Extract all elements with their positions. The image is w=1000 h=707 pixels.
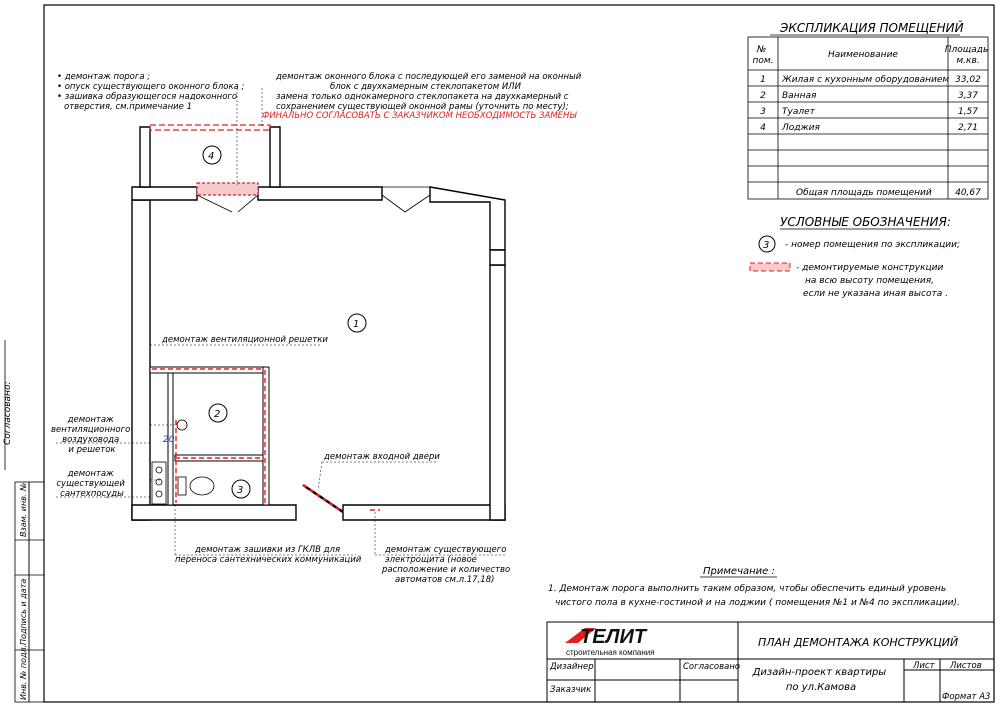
explication-title: ЭКСПЛИКАЦИЯ ПОМЕЩЕНИЙ [779,20,964,35]
sign-date-label: Подпись и дата [19,579,28,645]
sheets-label: Листов [949,661,982,671]
explication-head-area: Площадь м.кв. [945,45,991,66]
legend-title: УСЛОВНЫЕ ОБОЗНАЧЕНИЯ: [780,215,951,229]
row-area: 1,57 [958,107,978,117]
room-4-label: 4 [208,151,214,162]
duct-callout: демонтаж вентиляционного воздуховода и р… [51,415,133,455]
demolish-walls [152,368,380,511]
row-num: 1 [760,75,766,85]
vent-grille-callout: демонтаж вентиляционной решетки [161,335,328,345]
explication-total-label: Общая площадь помещений [796,188,932,198]
walls [131,126,506,521]
entry-door-demolish [302,483,344,514]
window-replace-warning: ФИНАЛЬНО СОГЛАСОВАТЬ С ЗАКАЗЧИКОМ НЕОБХО… [262,111,577,121]
left-margin-stamp [4,340,45,703]
room-markers [202,145,367,499]
company-logo: ТЕЛИТ строительная компания [565,626,655,657]
entry-door-callout: демонтаж входной двери [323,452,440,462]
sheet-label: Лист [912,661,936,671]
explication-table-grid [747,36,989,200]
demolish-loggia-window [149,124,271,196]
project-name: Дизайн-проект квартиры по ул.Камова [752,667,890,693]
legend-demolish-text: - демонтируемые конструкции на всю высот… [796,263,948,299]
customer-label: Заказчик [550,685,592,695]
logo-subtitle: строительная компания [566,648,655,657]
legend-demolish-swatch [749,262,791,272]
row-name: Туалет [782,107,816,117]
agreed-label: Согласовано [683,662,740,672]
explication-total-value: 40,67 [955,188,981,198]
room-2-label: 2 [214,409,220,420]
title-block-grid [546,621,995,703]
leader-lines [56,88,505,556]
explication-head-name: Наименование [828,50,898,60]
row-area: 2,71 [958,123,978,133]
row-num: 3 [760,107,766,117]
plumbing-box-callout: демонтаж существующей сантехпосуды [56,469,127,499]
agreed-vertical-label: Согласовано: [3,382,13,445]
legend-room-symbol-number: 3 [763,240,769,251]
inv-orig-label: Инв. № подл. [19,645,28,700]
room-3-label: 3 [237,485,243,496]
explication-row-4: 4 Лоджия 2,71 [760,123,978,133]
explication-row-2: 2 Ванная 3,37 [760,91,978,101]
designer-label: Дизайнер [549,662,594,672]
inv-replace-label: Взам. инв. № [19,483,28,537]
explication-row-1: 1 Жилая с кухонным оборудованием 33,02 [760,75,981,85]
explication-row-3: 3 Туалет 1,57 [760,107,978,117]
row-name: Ванная [782,91,817,101]
pipe-20-label: 20 [163,435,175,445]
left-top-notes: • демонтаж порога ; • опуск существующег… [57,72,247,112]
window-replace-note: демонтаж оконного блока с последующей ег… [275,72,584,112]
panel-callout: демонтаж существующего электрощита (ново… [381,545,513,585]
sanitary-fixtures [151,419,215,505]
row-num: 2 [760,91,766,101]
format-text: Формат А3 [942,692,991,702]
explication-head-num: № пом. [752,45,773,66]
row-name: Жилая с кухонным оборудованием [781,75,949,85]
row-area: 33,02 [955,75,981,85]
sheet-frame [43,4,995,703]
legend-room-text: - номер помещения по экспликации; [785,240,960,250]
row-name: Лоджия [781,123,820,133]
legend-room-symbol [758,235,776,253]
row-num: 4 [760,123,766,133]
logo-text: ТЕЛИТ [580,626,648,648]
gklv-callout: демонтаж зашивки из ГКЛВ для переноса са… [175,545,362,565]
note-text: 1. Демонтаж порога выполнить таким образ… [548,584,960,608]
note-title: Примечание : [703,566,775,577]
row-area: 3,37 [958,91,978,101]
room-1-label: 1 [353,319,359,330]
sheet-title: ПЛАН ДЕМОНТАЖА КОНСТРУКЦИЙ [758,636,958,649]
